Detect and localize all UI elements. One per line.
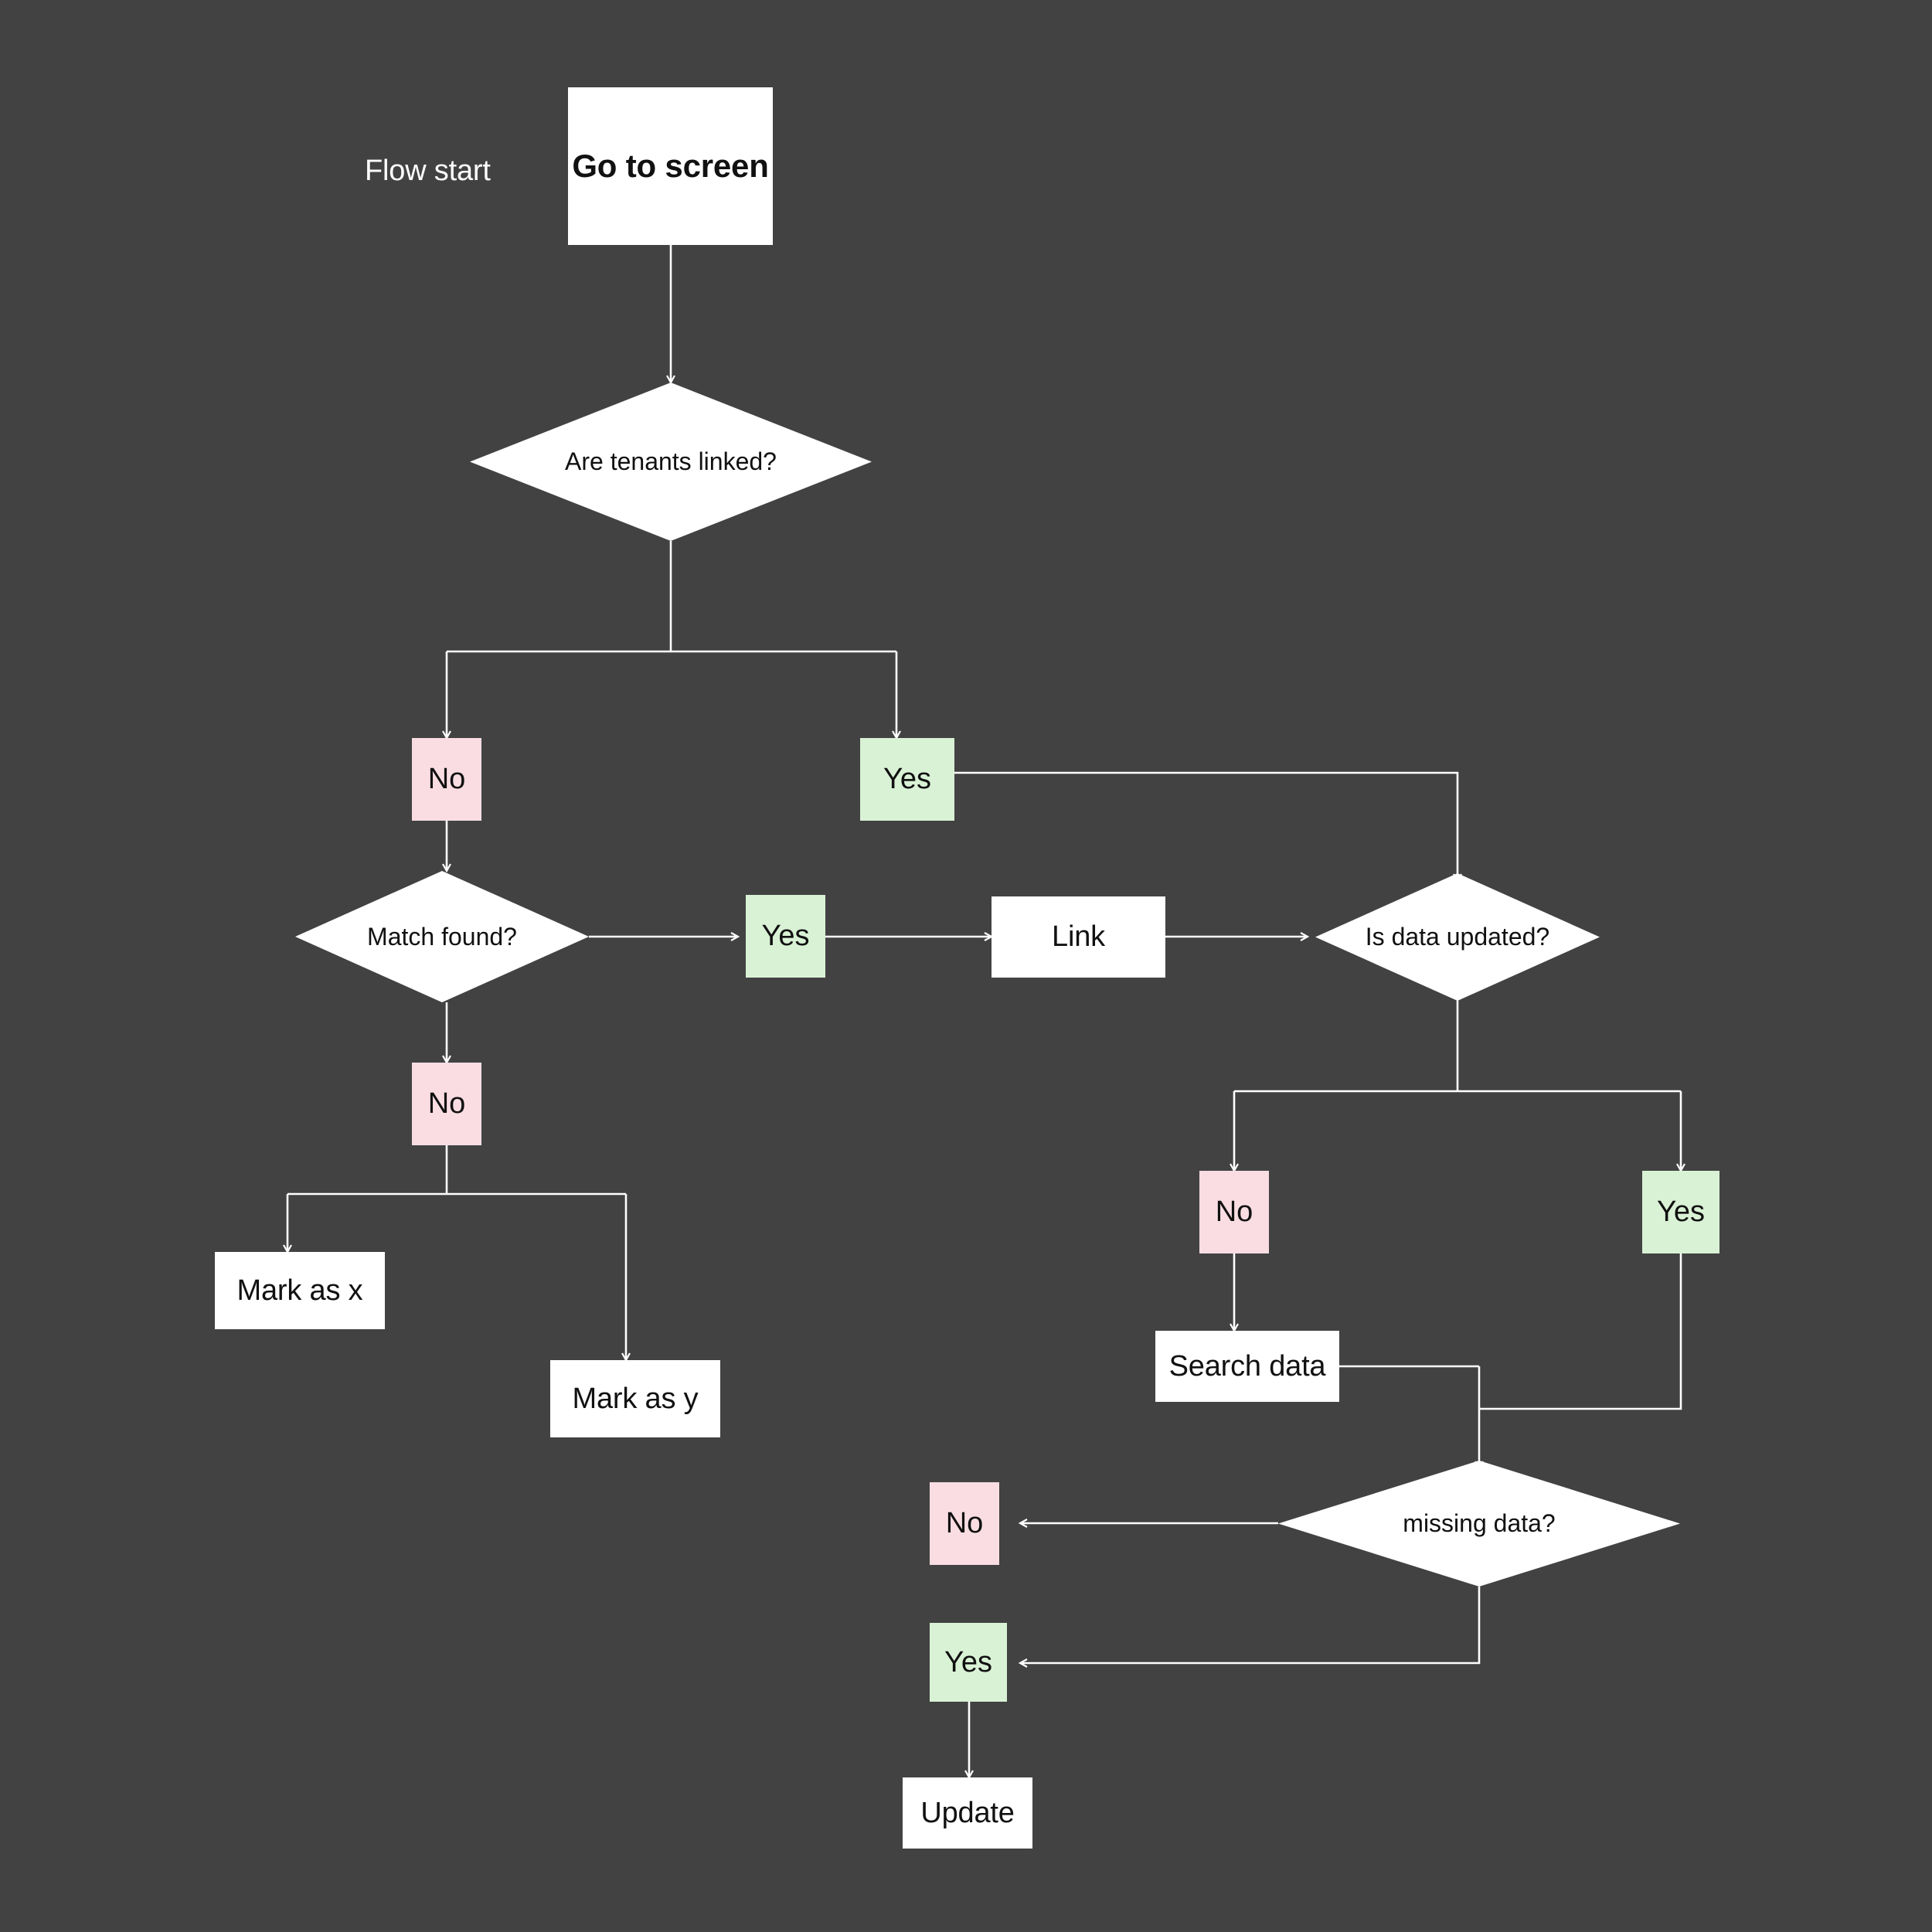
node-are-tenants-linked[interactable]: Are tenants linked?: [470, 383, 872, 541]
node-search-data[interactable]: Search data: [1155, 1331, 1339, 1402]
node-label: Mark as x: [236, 1274, 363, 1307]
node-mark-as-y[interactable]: Mark as y: [550, 1360, 720, 1437]
badge-label: No: [1215, 1196, 1253, 1228]
badge-no-tenants[interactable]: No: [412, 738, 481, 821]
badge-yes-tenants[interactable]: Yes: [860, 738, 954, 821]
node-match-found[interactable]: Match found?: [295, 871, 589, 1002]
node-label: Search data: [1168, 1349, 1326, 1383]
node-label: Are tenants linked?: [565, 447, 777, 475]
badge-yes-match[interactable]: Yes: [746, 895, 825, 978]
node-label: Mark as y: [572, 1382, 699, 1415]
flow-start-caption: Flow start: [365, 155, 491, 187]
node-label: missing data?: [1403, 1509, 1556, 1537]
node-label: Go to screen: [572, 148, 769, 184]
badge-label: No: [945, 1507, 984, 1539]
badge-label: Yes: [883, 763, 931, 795]
badge-no-missing[interactable]: No: [930, 1482, 999, 1565]
badge-label: No: [427, 1087, 466, 1120]
badge-yes-isdata[interactable]: Yes: [1642, 1171, 1719, 1253]
edge-yes-to-isdata: [954, 771, 1462, 883]
badge-label: Yes: [761, 920, 810, 952]
node-mark-as-x[interactable]: Mark as x: [215, 1252, 385, 1329]
edge-missing-yes: [1018, 1587, 1481, 1668]
node-is-data-updated[interactable]: Is data updated?: [1315, 873, 1600, 1001]
node-go-to-screen[interactable]: Go to screen: [568, 87, 773, 245]
badge-no-match[interactable]: No: [412, 1063, 481, 1145]
badge-label: Yes: [944, 1645, 992, 1679]
node-label: Update: [920, 1796, 1015, 1829]
badge-yes-missing[interactable]: Yes: [930, 1623, 1007, 1702]
node-label: Is data updated?: [1365, 923, 1550, 951]
node-label: Link: [1052, 920, 1105, 953]
node-update[interactable]: Update: [903, 1777, 1032, 1849]
node-label: Match found?: [367, 922, 517, 951]
node-link[interactable]: Link: [992, 896, 1165, 978]
badge-no-isdata[interactable]: No: [1199, 1171, 1269, 1253]
node-missing-data[interactable]: missing data?: [1278, 1461, 1680, 1587]
badge-label: Yes: [1657, 1196, 1705, 1228]
badge-label: No: [427, 763, 466, 795]
